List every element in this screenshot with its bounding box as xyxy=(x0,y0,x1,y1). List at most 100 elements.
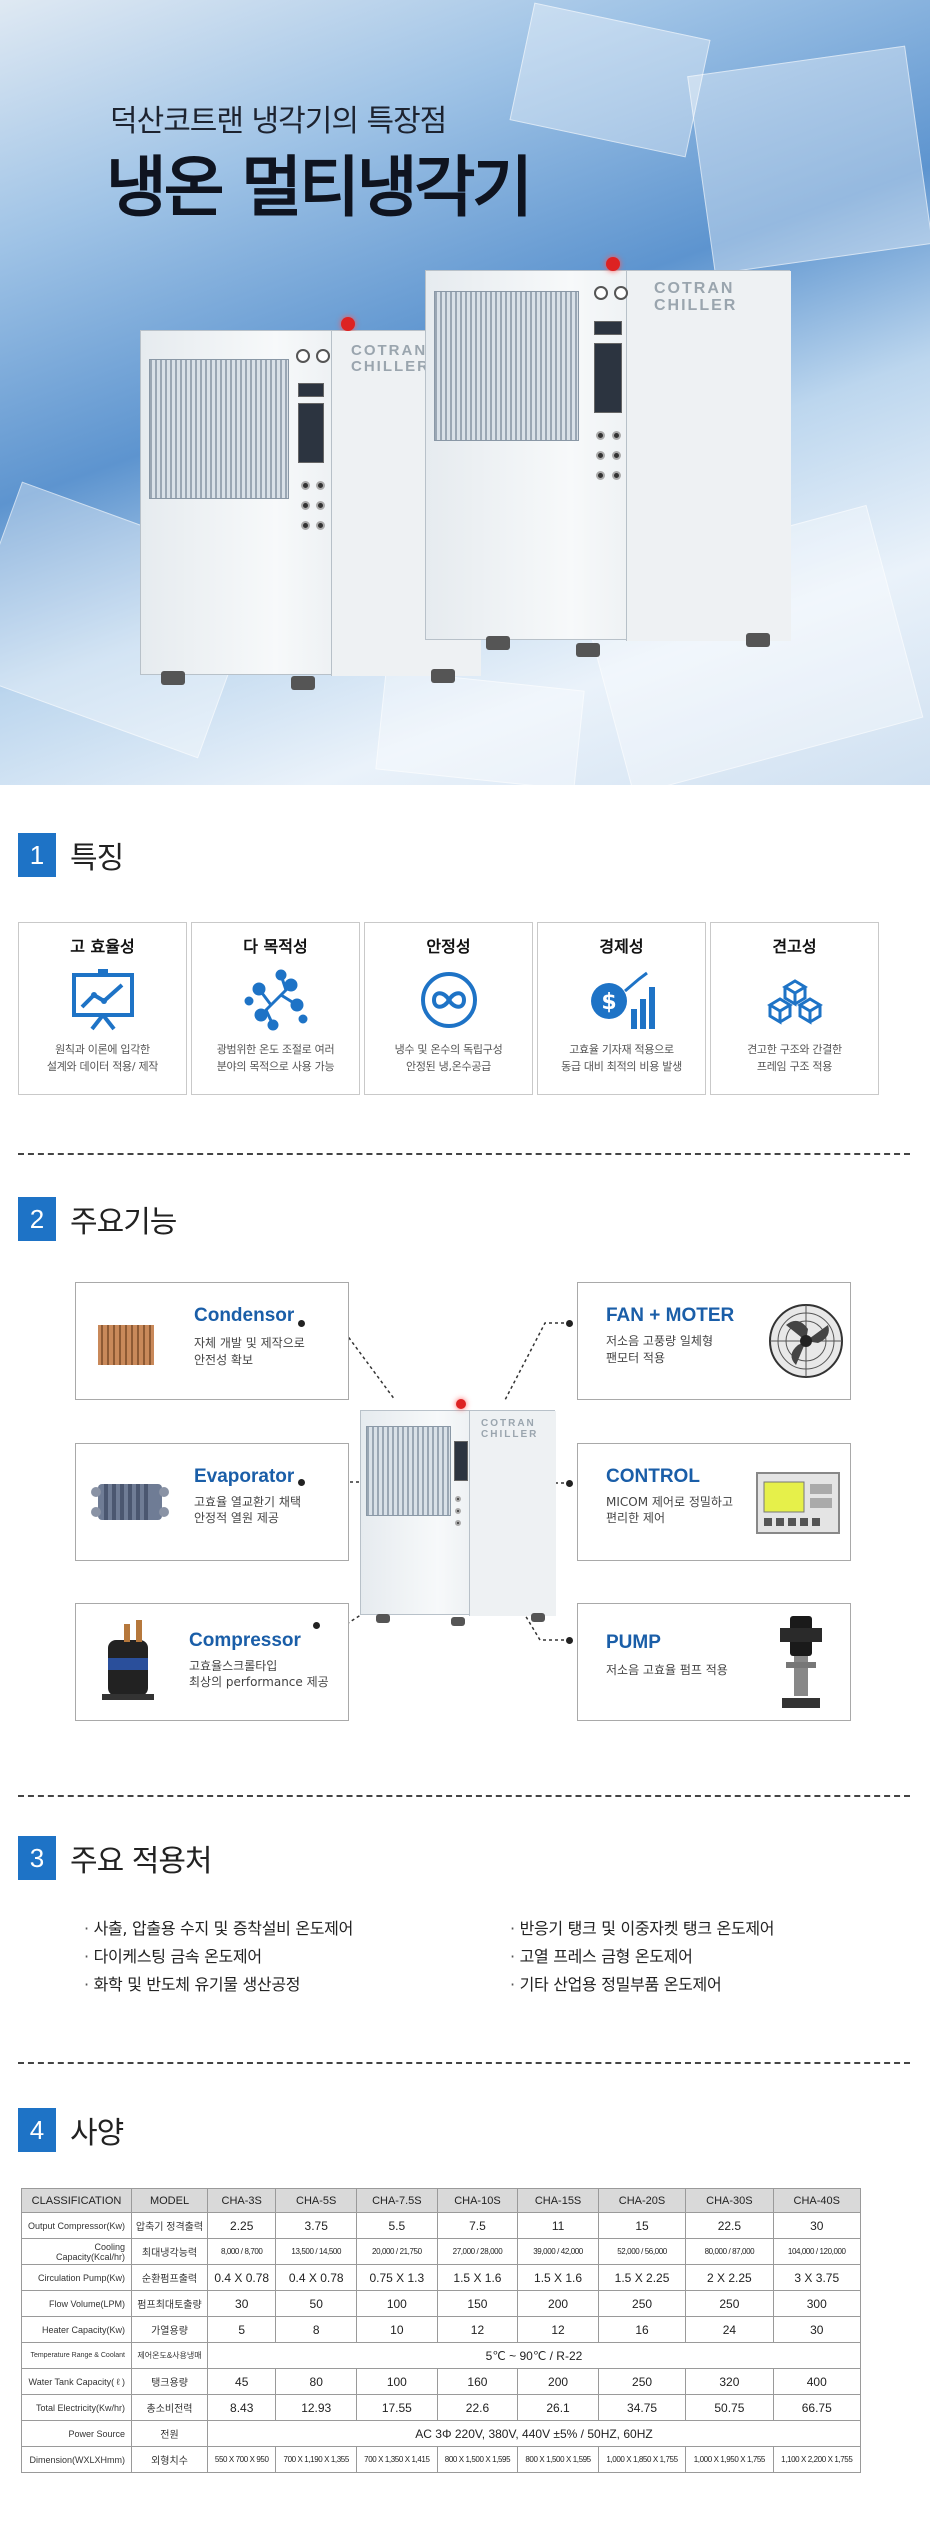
table-cell: 순환펌프출력 xyxy=(131,2264,208,2291)
table-row: Water Tank Capacity( ℓ ) 탱크용량 45 80 100 … xyxy=(21,2368,862,2395)
ice-decoration xyxy=(509,2,711,158)
table-row: Circulation Pump(Kw) 순환펌프출력 0.4 X 0.78 0… xyxy=(21,2264,862,2291)
pump-icon xyxy=(776,1614,826,1716)
table-cell: Cooling Capacity(Kcal/hr) xyxy=(21,2238,132,2265)
warning-lamp-icon xyxy=(606,257,620,271)
cubes-icon xyxy=(756,967,834,1033)
table-cell: 50.75 xyxy=(685,2394,774,2421)
function-title: CONTROL xyxy=(606,1466,700,1487)
section-title: 주요기능 xyxy=(70,1205,177,1240)
table-cell: 5℃ ~ 90℃ / R-22 xyxy=(207,2342,861,2369)
table-cell: 39,000 / 42,000 xyxy=(517,2238,599,2265)
list-item: 반응기 탱크 및 이중자켓 탱크 온도제어 xyxy=(510,1915,775,1943)
table-cell: 22.5 xyxy=(685,2212,774,2239)
table-cell: 45 xyxy=(206,2368,277,2395)
gauge-icon xyxy=(316,349,330,363)
function-desc: 자체 개발 및 제작으로 xyxy=(194,1336,305,1350)
chiller-brand-label: COTRAN CHILLER xyxy=(654,280,738,314)
function-title: FAN + MOTER xyxy=(606,1305,735,1326)
table-header: CHA-30S xyxy=(685,2188,774,2213)
table-row: Output Compressor(Kw) 압축기 정격출력 2.25 3.75… xyxy=(21,2212,862,2239)
caster-wheel xyxy=(531,1613,545,1622)
function-title: PUMP xyxy=(606,1632,661,1653)
section-number: 2 xyxy=(18,1197,56,1241)
chiller-unit-image: COTRAN CHILLER xyxy=(425,257,791,657)
table-cell: 400 xyxy=(772,2368,862,2395)
table-header: CHA-5S xyxy=(275,2188,358,2213)
function-desc: 고효율 열교환기 채택 xyxy=(194,1495,301,1509)
function-desc: 저소음 고효율 펌프 적용 xyxy=(606,1663,728,1677)
section-divider xyxy=(18,1153,910,1155)
table-cell: Temperature Range & Coolant xyxy=(21,2342,132,2369)
spec-table: CLASSIFICATION MODEL CHA-3S CHA-5S CHA-7… xyxy=(21,2188,862,2473)
feature-card: 다 목적성 광범위한 온도 조절로 여러 분야의 목적으로 사용 가능 xyxy=(191,922,360,1095)
hero-banner: 덕산코트랜 냉각기의 특장점 냉온 멀티냉각기 COTRAN CHILLER C… xyxy=(0,0,930,785)
connector-dot xyxy=(298,1479,305,1486)
table-cell: 320 xyxy=(685,2368,774,2395)
section-divider xyxy=(18,1795,910,1797)
table-cell: 20,000 / 21,750 xyxy=(356,2238,438,2265)
table-cell: 100 xyxy=(356,2290,438,2317)
gauge-icon xyxy=(594,286,608,300)
table-cell: 24 xyxy=(685,2316,774,2343)
table-cell: 800 X 1,500 X 1,595 xyxy=(517,2446,599,2473)
table-cell: 3.75 xyxy=(275,2212,358,2239)
table-cell: 펌프최대토출량 xyxy=(131,2290,208,2317)
table-cell: 외형치수 xyxy=(131,2446,208,2473)
fan-grille xyxy=(434,291,579,441)
hero-title: 냉온 멀티냉각기 xyxy=(106,149,533,226)
function-desc: 편리한 제어 xyxy=(606,1511,666,1525)
table-cell: 15 xyxy=(597,2212,687,2239)
application-list-right: 반응기 탱크 및 이중자켓 탱크 온도제어 고열 프레스 금형 온도제어 기타 … xyxy=(510,1915,775,1999)
table-cell: 0.4 X 0.78 xyxy=(206,2264,277,2291)
function-title: Compressor xyxy=(189,1630,301,1651)
table-header: MODEL xyxy=(131,2188,208,2213)
connector-dot xyxy=(566,1320,573,1327)
knob-icon xyxy=(455,1520,461,1526)
chiller-unit-image: COTRAN CHILLER xyxy=(360,1399,556,1626)
table-cell: 8.43 xyxy=(206,2394,277,2421)
list-item: 화학 및 반도체 유기물 생산공정 xyxy=(84,1971,353,1999)
table-cell: 550 X 700 X 950 xyxy=(206,2446,277,2473)
table-cell: 13,500 / 14,500 xyxy=(275,2238,358,2265)
table-cell: 22.6 xyxy=(436,2394,519,2421)
table-cell: 80,000 / 87,000 xyxy=(685,2238,774,2265)
section-number: 3 xyxy=(18,1836,56,1880)
table-cell: 탱크용량 xyxy=(131,2368,208,2395)
condensor-coil-icon xyxy=(96,1321,156,1375)
function-desc: 안정적 열원 제공 xyxy=(194,1511,279,1525)
table-cell: 30 xyxy=(206,2290,277,2317)
table-header: CHA-3S xyxy=(206,2188,277,2213)
table-cell: Output Compressor(Kw) xyxy=(21,2212,132,2239)
display-panel xyxy=(454,1441,468,1481)
function-card-pump: PUMP 저소음 고효율 펌프 적용 xyxy=(577,1603,851,1721)
table-cell: 1,000 X 1,950 X 1,755 xyxy=(685,2446,774,2473)
table-cell: 8,000 / 8,700 xyxy=(206,2238,277,2265)
knob-icon xyxy=(596,431,605,440)
knob-icon xyxy=(316,521,325,530)
table-row: Flow Volume(LPM) 펌프최대토출량 30 50 100 150 2… xyxy=(21,2290,862,2317)
list-item: 고열 프레스 금형 온도제어 xyxy=(510,1943,774,1971)
feature-card: 고 효율성 원칙과 이론에 입각한 설계와 데이터 적용/ 제작 xyxy=(18,922,187,1095)
table-cell: 27,000 / 28,000 xyxy=(436,2238,519,2265)
section-number: 1 xyxy=(18,833,56,877)
table-cell: 200 xyxy=(517,2368,599,2395)
knob-icon xyxy=(612,431,621,440)
hero-subtitle: 덕산코트랜 냉각기의 특장점 xyxy=(110,104,447,139)
feature-card: 경제성 $ 고효율 기자재 적용으로 동급 대비 최적의 비용 발생 xyxy=(537,922,706,1095)
function-desc: 고효율스크롤타입 xyxy=(189,1659,278,1673)
caster-wheel xyxy=(576,643,600,657)
network-nodes-icon xyxy=(237,967,315,1033)
table-cell: 800 X 1,500 X 1,595 xyxy=(436,2446,519,2473)
table-cell: 26.1 xyxy=(517,2394,599,2421)
knob-icon xyxy=(596,471,605,480)
table-cell: 2 X 2.25 xyxy=(685,2264,774,2291)
table-cell: 50 xyxy=(275,2290,358,2317)
knob-icon xyxy=(301,481,310,490)
table-header: CHA-15S xyxy=(517,2188,599,2213)
table-cell: 1.5 X 1.6 xyxy=(517,2264,599,2291)
knob-icon xyxy=(316,481,325,490)
table-cell: Flow Volume(LPM) xyxy=(21,2290,132,2317)
table-row: Heater Capacity(Kw) 가열용량 5 8 10 12 12 16… xyxy=(21,2316,862,2343)
knob-icon xyxy=(596,451,605,460)
